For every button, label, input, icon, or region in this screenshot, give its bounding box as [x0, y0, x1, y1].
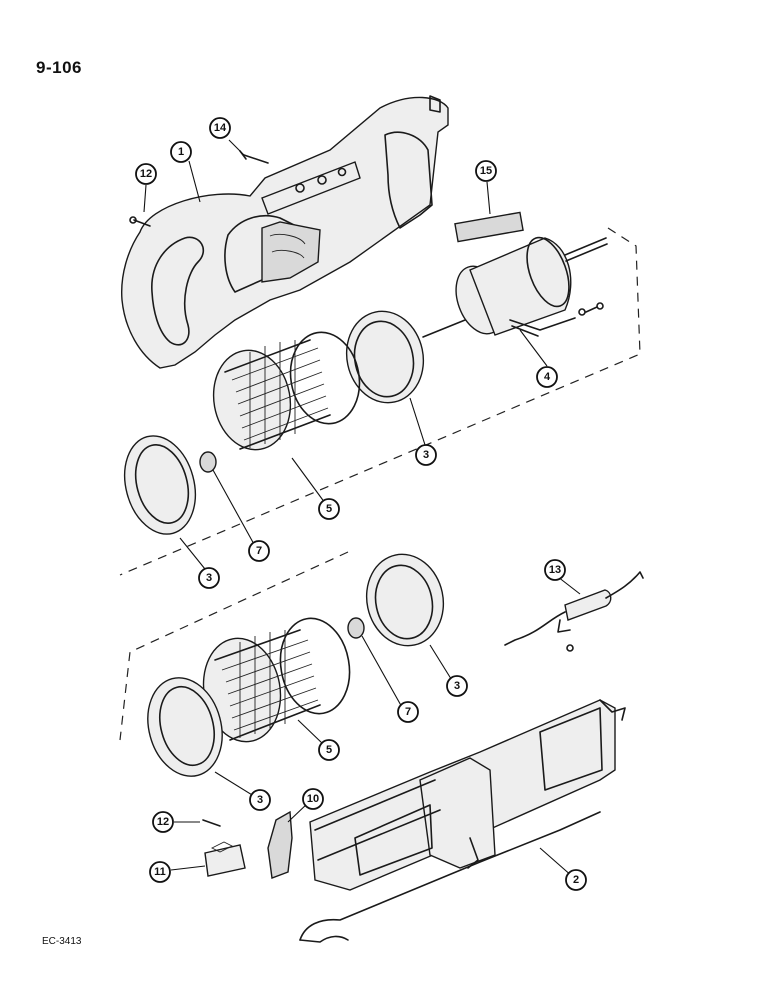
callout-3: 3 [249, 789, 271, 811]
fan-ring-upper-right [345, 310, 425, 404]
callout-1: 1 [170, 141, 192, 163]
svg-text:3: 3 [257, 794, 263, 806]
svg-text:15: 15 [480, 165, 492, 177]
svg-text:11: 11 [154, 866, 166, 878]
lower-housing-part [299, 699, 626, 943]
svg-text:2: 2 [573, 874, 579, 886]
callout-2: 2 [565, 869, 587, 891]
callout-14: 14 [209, 117, 231, 139]
callout-3: 3 [198, 567, 220, 589]
callout-4: 4 [536, 366, 558, 388]
screw-12-lower [202, 819, 221, 827]
upper-housing-part [120, 95, 449, 369]
callout-12: 12 [135, 163, 157, 185]
svg-text:13: 13 [549, 564, 561, 576]
page-number: 9-106 [36, 58, 82, 77]
blower-motor-part [422, 236, 608, 338]
svg-text:3: 3 [454, 680, 460, 692]
screw-14 [239, 150, 269, 164]
wheel-clamp-upper [199, 451, 217, 473]
svg-text:1: 1 [178, 146, 184, 158]
callout-10: 10 [302, 788, 324, 810]
leader-lines [143, 139, 581, 878]
callout-13: 13 [544, 559, 566, 581]
callout-7: 7 [248, 540, 270, 562]
callout-12: 12 [152, 811, 174, 833]
svg-text:12: 12 [157, 816, 169, 828]
screw-12-upper [129, 216, 151, 227]
svg-text:3: 3 [423, 449, 429, 461]
fan-ring-lower-left [147, 677, 223, 777]
callout-7: 7 [397, 701, 419, 723]
fan-ring-upper-left [124, 435, 196, 535]
blower-wheel-upper [212, 331, 361, 451]
svg-text:14: 14 [214, 122, 227, 134]
callout-5: 5 [318, 739, 340, 761]
plate-11 [204, 841, 246, 877]
svg-text:12: 12 [140, 168, 152, 180]
wiring-resistor-13 [504, 571, 644, 652]
callout-11: 11 [149, 861, 171, 883]
label-plate-15 [454, 211, 524, 243]
upper-assembly-outline [119, 227, 641, 576]
svg-text:7: 7 [256, 545, 262, 557]
wheel-clamp-lower [347, 617, 365, 639]
svg-text:7: 7 [405, 706, 411, 718]
callout-5: 5 [318, 498, 340, 520]
callout-15: 15 [475, 160, 497, 182]
fan-ring-lower-right [365, 553, 445, 647]
callout-3: 3 [446, 675, 468, 697]
svg-text:5: 5 [326, 744, 332, 756]
svg-text:4: 4 [544, 371, 551, 383]
blower-wheel-lower [202, 617, 351, 743]
callout-3: 3 [415, 444, 437, 466]
bracket-10 [267, 810, 293, 879]
svg-text:5: 5 [326, 503, 332, 515]
figure-code: EC-3413 [42, 936, 82, 947]
svg-text:3: 3 [206, 572, 212, 584]
svg-text:10: 10 [307, 793, 319, 805]
